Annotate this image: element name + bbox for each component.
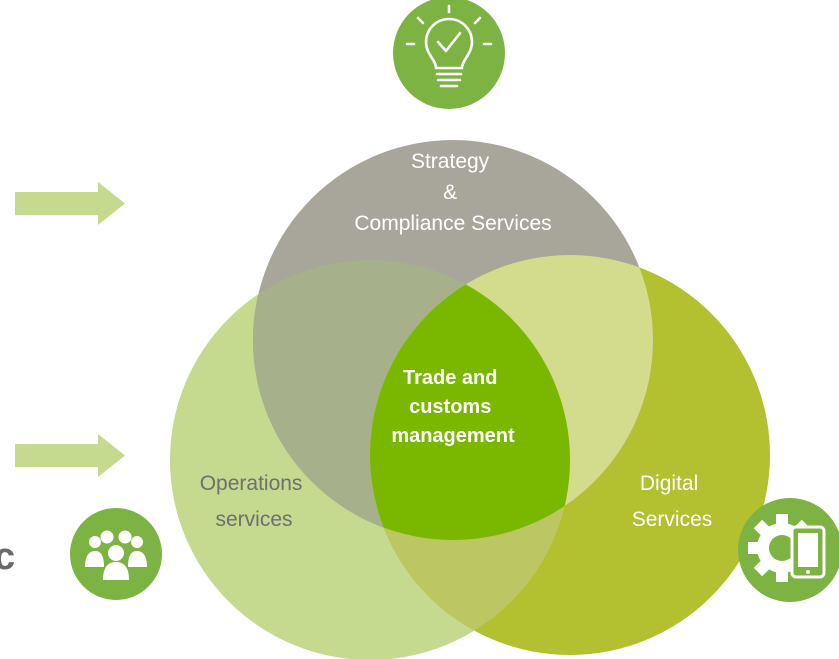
- operations-label: Operations services: [200, 472, 309, 531]
- lightbulb-badge: [393, 0, 505, 109]
- arrow-top-head: [98, 182, 125, 225]
- center-label-line-1: Trade and: [403, 367, 497, 389]
- lightbulb-check-icon: [393, 0, 505, 109]
- check-mark: [436, 31, 462, 53]
- digital-label: Digital Services: [632, 472, 713, 531]
- arrow-bottom: [15, 434, 125, 477]
- operations-label-line-2: services: [215, 508, 292, 531]
- arrow-top: [15, 182, 125, 225]
- center-label-line-3: management: [391, 425, 515, 447]
- center-label: Trade and customs management: [391, 367, 515, 447]
- lightbulb-bulb: [424, 17, 474, 70]
- strategy-label: Strategy & Compliance Services: [354, 150, 551, 235]
- arrow-bottom-head: [98, 434, 125, 477]
- digital-label-line-1: Digital: [640, 472, 698, 495]
- center-label-line-2: customs: [409, 396, 491, 418]
- operations-label-line-1: Operations: [200, 472, 303, 495]
- digital-label-line-2: Services: [632, 508, 713, 531]
- center-intersection: [370, 260, 570, 540]
- partial-text: c: [0, 536, 15, 578]
- strategy-label-line-3: Compliance Services: [354, 212, 551, 235]
- tablet-button: [806, 570, 810, 574]
- gear-tablet-icon: [738, 498, 839, 602]
- people-group-icon: [70, 508, 162, 600]
- strategy-label-line-2: &: [443, 181, 457, 204]
- strategy-label-line-1: Strategy: [411, 150, 490, 173]
- arrow-top-shaft: [15, 192, 100, 215]
- arrow-bottom-shaft: [15, 444, 100, 467]
- tablet-screen: [798, 533, 818, 567]
